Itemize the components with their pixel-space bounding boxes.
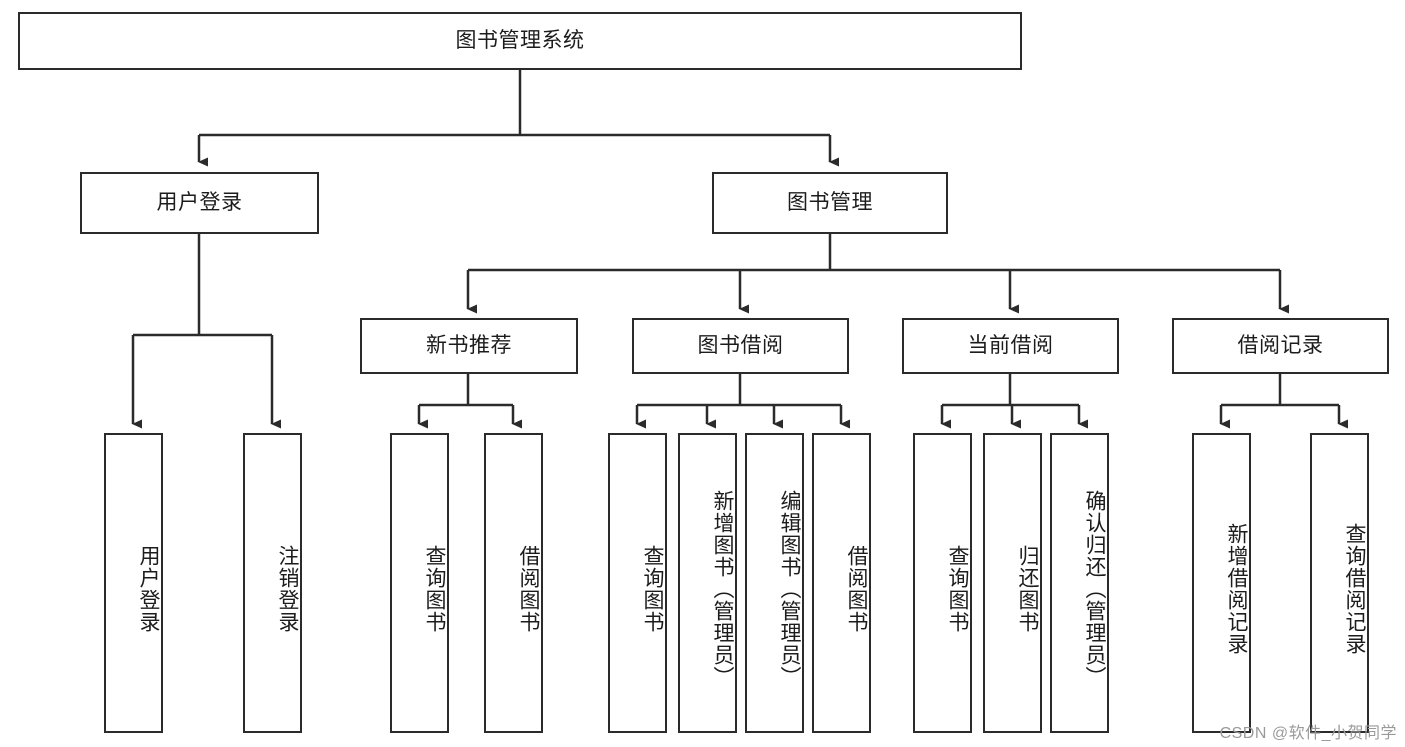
node-new-book-recommend[interactable]: 新书推荐 — [360, 318, 578, 374]
node-borrow-record[interactable]: 借阅记录 — [1172, 318, 1389, 374]
node-label: 图书借阅 — [697, 334, 784, 358]
node-label: 新增借阅记录 — [1225, 523, 1248, 655]
node-label: 借阅图书 — [845, 545, 868, 633]
node-book-management[interactable]: 图书管理 — [712, 172, 948, 234]
leaf-add-book-admin[interactable]: 新增图书（管理员） — [678, 433, 737, 733]
leaf-add-borrow-record[interactable]: 新增借阅记录 — [1192, 433, 1251, 733]
node-label: 查询借阅记录 — [1343, 523, 1366, 655]
node-label: 用户登录 — [137, 545, 160, 633]
node-label: 新增图书（管理员） — [711, 490, 734, 688]
leaf-borrow-query-book[interactable]: 查询图书 — [608, 433, 667, 733]
node-label: 注销登录 — [276, 545, 299, 633]
node-label: 借阅记录 — [1237, 334, 1324, 358]
leaf-query-borrow-record[interactable]: 查询借阅记录 — [1310, 433, 1369, 733]
node-label: 查询图书 — [423, 545, 446, 633]
csdn-watermark: CSDN @软件_小贺同学 — [1219, 725, 1397, 742]
node-label: 确认归还（管理员） — [1083, 490, 1106, 688]
leaf-logout[interactable]: 注销登录 — [243, 433, 302, 733]
node-book-borrow[interactable]: 图书借阅 — [632, 318, 849, 374]
leaf-borrow-book[interactable]: 借阅图书 — [812, 433, 871, 733]
leaf-user-login[interactable]: 用户登录 — [104, 433, 163, 733]
leaf-return-book[interactable]: 归还图书 — [983, 433, 1042, 733]
leaf-current-query-book[interactable]: 查询图书 — [913, 433, 972, 733]
node-label: 新书推荐 — [426, 334, 512, 358]
node-label: 查询图书 — [946, 545, 969, 633]
node-label: 当前借阅 — [967, 334, 1054, 358]
node-label: 借阅图书 — [517, 545, 540, 633]
leaf-new-book-query[interactable]: 查询图书 — [390, 433, 449, 733]
node-label: 用户登录 — [156, 191, 243, 215]
node-label: 查询图书 — [641, 545, 664, 633]
leaf-confirm-return-admin[interactable]: 确认归还（管理员） — [1050, 433, 1109, 733]
node-label: 图书管理 — [787, 191, 873, 215]
node-label: 归还图书 — [1016, 545, 1039, 633]
node-label: 编辑图书（管理员） — [778, 490, 801, 688]
node-root-system[interactable]: 图书管理系统 — [18, 12, 1022, 70]
node-label: 图书管理系统 — [455, 29, 585, 53]
leaf-new-book-borrow[interactable]: 借阅图书 — [484, 433, 543, 733]
node-current-borrow[interactable]: 当前借阅 — [902, 318, 1119, 374]
leaf-edit-book-admin[interactable]: 编辑图书（管理员） — [745, 433, 804, 733]
node-user-login[interactable]: 用户登录 — [80, 172, 319, 234]
